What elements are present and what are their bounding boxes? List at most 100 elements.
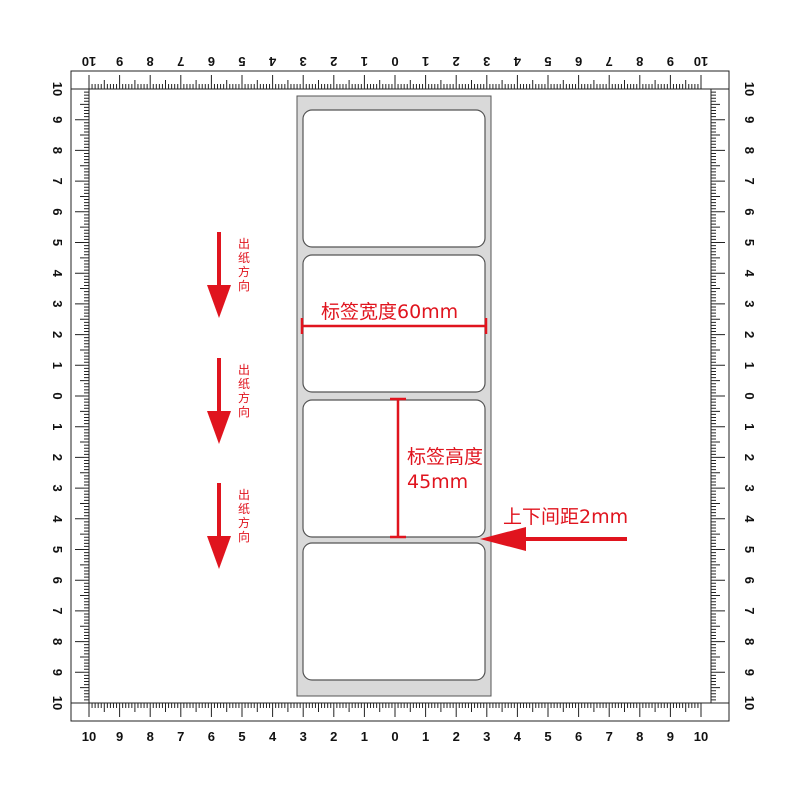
label-1 (302, 109, 486, 248)
bottom-ruler-number: 3 (300, 729, 307, 744)
top-ruler-number: 4 (513, 54, 521, 69)
left-ruler-number: 10 (50, 82, 65, 96)
right-ruler-number: 0 (742, 392, 757, 399)
right-ruler-number: 9 (742, 116, 757, 123)
left-ruler-number: 6 (50, 208, 65, 215)
bottom-ruler-number: 2 (453, 729, 460, 744)
top-ruler-number: 1 (361, 54, 368, 69)
top-ruler-number: 4 (268, 54, 276, 69)
top-ruler-number: 8 (147, 54, 154, 69)
label-height-value: 45mm (407, 471, 468, 493)
feed-direction-char: 向 (238, 278, 250, 293)
left-ruler-number: 5 (50, 546, 65, 553)
right-ruler-number: 6 (742, 577, 757, 584)
left-ruler-number: 2 (50, 331, 65, 338)
feed-direction-char: 出 (238, 363, 250, 377)
right-ruler-number: 2 (742, 454, 757, 461)
top-ruler-number: 7 (177, 54, 184, 69)
right-ruler-number: 2 (742, 331, 757, 338)
left-ruler-number: 0 (50, 392, 65, 399)
label-height-text: 标签高度 (407, 446, 483, 468)
top-ruler-number: 3 (300, 54, 307, 69)
gap-arrow (480, 527, 627, 551)
feed-direction-char: 纸 (238, 377, 250, 391)
top-ruler-number: 0 (391, 54, 398, 69)
right-ruler-number: 4 (742, 270, 757, 278)
left-ruler-number: 9 (50, 116, 65, 123)
left-ruler-number: 2 (50, 454, 65, 461)
left-ruler-number: 5 (50, 239, 65, 246)
right-ruler-number: 1 (742, 362, 757, 369)
right-ruler-number: 1 (742, 423, 757, 430)
top-ruler-number: 5 (544, 54, 551, 69)
label-4 (302, 542, 486, 681)
top-ruler-number: 2 (453, 54, 460, 69)
bottom-ruler-number: 3 (483, 729, 490, 744)
left-ruler-number: 10 (50, 696, 65, 710)
label-2 (302, 254, 486, 393)
left-ruler-number: 3 (50, 300, 65, 307)
bottom-ruler-number: 1 (361, 729, 368, 744)
ruler-ticks (75, 75, 725, 717)
bottom-ruler-number: 8 (147, 729, 154, 744)
feed-direction-char: 出 (238, 237, 250, 251)
left-ruler-number: 8 (50, 147, 65, 154)
left-ruler-number: 1 (50, 362, 65, 369)
top-ruler-number: 6 (208, 54, 215, 69)
left-ruler-number: 3 (50, 484, 65, 491)
feed-arrow-head (207, 285, 231, 318)
right-ruler-number: 10 (742, 696, 757, 710)
feed-direction-char: 向 (238, 529, 250, 544)
left-ruler-number: 1 (50, 423, 65, 430)
top-ruler-number: 8 (636, 54, 643, 69)
top-ruler-number: 3 (483, 54, 490, 69)
feed-direction-char: 方 (238, 390, 250, 405)
feed-direction-char: 向 (238, 404, 250, 419)
left-ruler-number: 7 (50, 607, 65, 614)
right-ruler-number: 3 (742, 484, 757, 491)
right-ruler-number: 5 (742, 546, 757, 553)
feed-direction-char: 纸 (238, 251, 250, 265)
bottom-ruler-number: 6 (208, 729, 215, 744)
left-ruler-number: 7 (50, 177, 65, 184)
right-ruler-number: 7 (742, 177, 757, 184)
left-ruler-number: 8 (50, 638, 65, 645)
feed-direction-char: 纸 (238, 502, 250, 516)
bottom-ruler-number: 4 (514, 729, 522, 744)
left-ruler-number: 6 (50, 577, 65, 584)
right-ruler-number: 6 (742, 208, 757, 215)
top-ruler-number: 5 (238, 54, 245, 69)
bottom-ruler-number: 10 (82, 729, 96, 744)
bottom-ruler-number: 1 (422, 729, 429, 744)
top-ruler-number: 9 (116, 54, 123, 69)
bottom-ruler-number: 7 (177, 729, 184, 744)
feed-direction-char: 方 (238, 515, 250, 530)
right-ruler-number: 4 (742, 515, 757, 523)
label-width-text: 标签宽度60mm (321, 301, 458, 323)
label-3 (302, 399, 486, 538)
bottom-ruler-number: 2 (330, 729, 337, 744)
bottom-ruler-number: 6 (575, 729, 582, 744)
bottom-ruler-number: 4 (269, 729, 277, 744)
top-ruler-number: 9 (667, 54, 674, 69)
bottom-ruler-number: 5 (544, 729, 551, 744)
right-ruler-number: 10 (742, 82, 757, 96)
right-ruler-number: 8 (742, 638, 757, 645)
top-ruler-number: 1 (422, 54, 429, 69)
bottom-ruler-number: 0 (391, 729, 398, 744)
top-ruler-number: 6 (575, 54, 582, 69)
right-ruler-number: 5 (742, 239, 757, 246)
top-ruler-number: 10 (82, 54, 96, 69)
left-ruler-number: 9 (50, 669, 65, 676)
feed-arrow-head (207, 411, 231, 444)
right-ruler-number: 7 (742, 607, 757, 614)
bottom-ruler-number: 9 (116, 729, 123, 744)
bottom-ruler-number: 7 (606, 729, 613, 744)
left-ruler-number: 4 (50, 270, 65, 278)
left-ruler-number: 4 (50, 515, 65, 523)
bottom-ruler-number: 10 (694, 729, 708, 744)
bottom-ruler-number: 9 (667, 729, 674, 744)
